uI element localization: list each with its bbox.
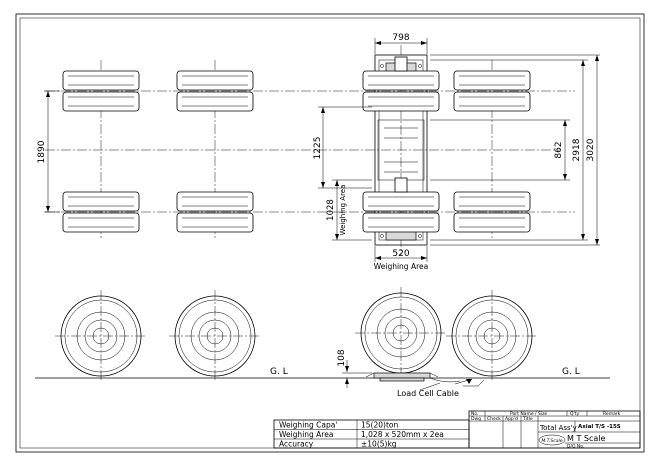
hdr-dwg: Dwg <box>471 416 481 422</box>
spec-label-area: Weighing Area <box>279 430 333 439</box>
spec-value-capacity: 15(20)ton <box>361 421 398 430</box>
hdr-no: No. <box>471 411 478 417</box>
dim-left-span: 1890 <box>37 90 60 213</box>
tire-top-1-lower <box>62 191 140 233</box>
gl-right-label: G. L <box>562 367 580 377</box>
dim-weigh-width: 1028 Weighing Area <box>326 179 372 241</box>
dim-top-width-label: 798 <box>392 33 409 43</box>
wheel-side-4 <box>446 290 538 382</box>
dim-bottom-width: 520 Weighing Area <box>374 246 428 271</box>
weighing-area-vertical-label: Weighing Area <box>339 185 347 236</box>
dim-right-2918-label: 2918 <box>572 138 582 161</box>
dwg-no-label: D/G No. <box>567 444 584 450</box>
drawing-frame <box>15 13 645 453</box>
spec-label-accuracy: Accuracy <box>279 440 314 449</box>
tire-top-2-lower <box>176 191 254 233</box>
spec-value-accuracy: ±10(5)kg <box>361 440 397 449</box>
dim-right-3020-label: 3020 <box>586 138 596 161</box>
title-block: Weighing Capa' 15(20)ton Weighing Area 1… <box>273 410 641 450</box>
dim-mid-span-label: 1225 <box>313 137 323 160</box>
model-number: Axial T/S -15S <box>578 424 621 430</box>
wheel-side-2 <box>169 290 261 382</box>
spec-label-capacity: Weighing Capa' <box>279 421 337 430</box>
dim-mid-span: 1225 <box>313 106 372 189</box>
dim-right-862-label: 862 <box>554 141 564 158</box>
hdr-check: Check <box>487 416 501 422</box>
tire-top-3-upper <box>362 56 440 112</box>
drawing-title: Total Ass'y <box>539 424 577 432</box>
hdr-part: Part Name / Size <box>510 411 547 417</box>
company-logo <box>538 434 566 446</box>
dim-height-label: 108 <box>337 349 347 366</box>
top-view: 798 1890 1225 1028 Weighing Area <box>37 33 600 271</box>
dim-bottom-width-label: 520 <box>392 249 409 259</box>
company-logo-text: M.T.Scale <box>541 438 562 444</box>
wheel-side-3 <box>355 287 447 382</box>
dim-height: 108 <box>337 349 372 388</box>
load-cell-cable-label: Load Cell Cable <box>397 389 459 398</box>
hdr-remark: Remark <box>603 411 621 417</box>
dim-top-width: 798 <box>374 33 428 54</box>
gl-left-label: G. L <box>270 367 288 377</box>
hdr-title: Title <box>522 416 533 422</box>
dim-right-stack: 862 2918 3020 <box>430 54 600 246</box>
weighing-area-horizontal-label: Weighing Area <box>374 262 428 271</box>
company-name: M T Scale <box>567 434 605 443</box>
tire-top-3-lower <box>362 177 440 233</box>
spec-value-area: 1,028 x 520mm x 2ea <box>361 430 444 439</box>
hdr-qty: Q'ty <box>570 411 580 417</box>
tire-top-4-upper <box>453 70 531 112</box>
tire-top-4-lower <box>453 191 531 233</box>
dim-left-span-label: 1890 <box>37 140 47 163</box>
dim-weigh-width-label: 1028 <box>326 199 336 221</box>
tire-top-1-upper <box>62 70 140 112</box>
scale-pad-profile: Load Cell Cable <box>365 372 485 398</box>
hdr-appr: App'd <box>505 416 518 422</box>
side-view: G. L G. L <box>35 287 610 398</box>
wheel-side-1 <box>55 290 147 382</box>
tire-top-2-upper <box>176 70 254 112</box>
